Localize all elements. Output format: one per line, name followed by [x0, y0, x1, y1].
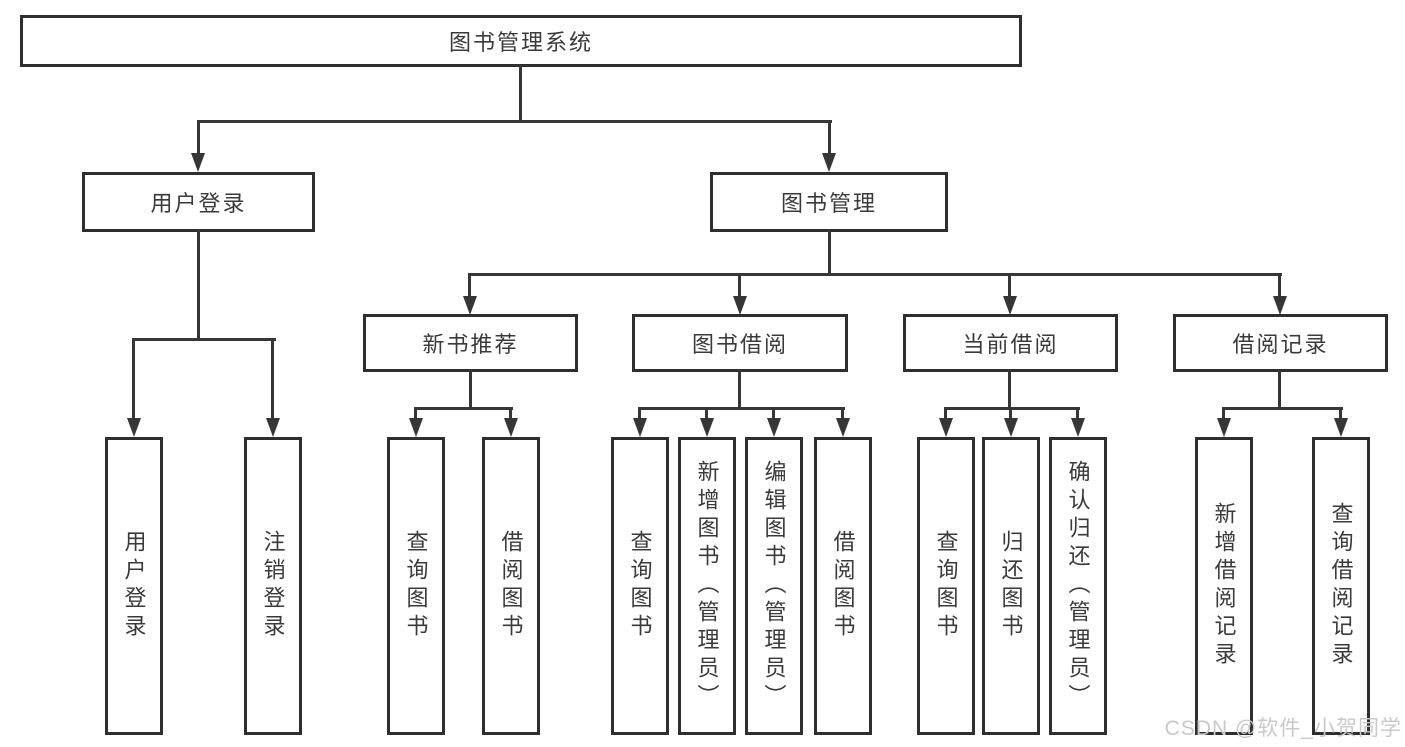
leaf-label: 借阅图书: [830, 530, 856, 642]
connector-line: [414, 407, 417, 420]
leaf-user-login: 用户登录: [105, 437, 163, 735]
connector-line: [468, 273, 471, 298]
leaf-logout: 注销登录: [244, 437, 302, 735]
connector-line: [509, 407, 512, 420]
connector-line: [705, 407, 708, 420]
connector-line: [772, 407, 775, 420]
arrowhead-icon: [1334, 418, 1348, 437]
leaf-label: 归还图书: [998, 530, 1024, 642]
node-label: 图书借阅: [691, 332, 788, 357]
leaf-return-book: 归还图书: [982, 437, 1040, 735]
node-book-borrow: 图书借阅: [632, 314, 848, 372]
arrowhead-icon: [633, 418, 647, 437]
arrowhead-icon: [836, 418, 850, 437]
node-root: 图书管理系统: [20, 15, 1022, 67]
connector-line: [738, 369, 741, 410]
leaf-label: 新增图书（管理员）: [694, 460, 720, 712]
connector-line: [519, 65, 522, 123]
connector-line: [841, 407, 844, 420]
leaf-query-borrow-record: 查询借阅记录: [1312, 437, 1370, 735]
leaf-borrow-book-1: 借阅图书: [482, 437, 540, 735]
csdn-watermark: CSDN @软件_小贺同学: [1164, 717, 1402, 740]
arrowhead-icon: [1273, 296, 1287, 315]
connector-line: [197, 229, 200, 341]
connector-line: [1278, 369, 1281, 410]
arrowhead-icon: [733, 296, 747, 315]
connector-line: [197, 120, 200, 154]
arrowhead-icon: [127, 418, 141, 437]
connector-line: [1278, 273, 1281, 298]
arrowhead-icon: [700, 418, 714, 437]
connector-line: [638, 407, 641, 420]
leaf-label: 用户登录: [121, 530, 147, 642]
leaf-label: 新增借阅记录: [1211, 502, 1237, 670]
connector-line: [1339, 407, 1342, 420]
connector-line: [469, 273, 1282, 276]
node-label: 用户登录: [150, 191, 247, 216]
arrowhead-icon: [409, 418, 423, 437]
leaf-label: 查询借阅记录: [1328, 502, 1354, 670]
leaf-label: 查询图书: [403, 530, 429, 642]
node-borrow-record: 借阅记录: [1173, 314, 1388, 372]
leaf-label: 借阅图书: [498, 530, 524, 642]
connector-line: [1009, 407, 1012, 420]
leaf-label: 查询图书: [933, 530, 959, 642]
connector-line: [738, 273, 741, 298]
connector-line: [1008, 273, 1011, 298]
leaf-label: 编辑图书（管理员）: [761, 460, 787, 712]
connector-line: [469, 369, 472, 410]
leaf-label: 注销登录: [260, 530, 286, 642]
leaf-label: 查询图书: [627, 530, 653, 642]
arrowhead-icon: [822, 153, 836, 172]
connector-line: [132, 338, 135, 419]
node-new-book-recommend: 新书推荐: [363, 314, 578, 372]
node-label: 当前借阅: [962, 332, 1059, 357]
connector-line: [1222, 407, 1343, 410]
node-label: 借阅记录: [1232, 332, 1329, 357]
leaf-borrow-book-2: 借阅图书: [814, 437, 872, 735]
arrowhead-icon: [1003, 296, 1017, 315]
arrowhead-icon: [463, 296, 477, 315]
node-user-login: 用户登录: [82, 172, 315, 232]
arrowhead-icon: [504, 418, 518, 437]
leaf-add-borrow-record: 新增借阅记录: [1195, 437, 1253, 735]
arrowhead-icon: [1217, 418, 1231, 437]
connector-line: [271, 338, 274, 419]
leaf-query-book-2: 查询图书: [611, 437, 669, 735]
node-label: 图书管理: [780, 191, 877, 216]
connector-line: [638, 407, 845, 410]
arrowhead-icon: [1004, 418, 1018, 437]
leaf-confirm-return-admin: 确认归还（管理员）: [1049, 437, 1107, 735]
connector-line: [1008, 369, 1011, 410]
arrowhead-icon: [1071, 418, 1085, 437]
connector-line: [828, 229, 831, 276]
leaf-add-book-admin: 新增图书（管理员）: [678, 437, 736, 735]
node-label: 新书推荐: [422, 332, 519, 357]
node-current-borrow: 当前借阅: [903, 314, 1118, 372]
arrowhead-icon: [266, 418, 280, 437]
connector-line: [197, 120, 832, 123]
node-root-label: 图书管理系统: [448, 30, 593, 55]
arrowhead-icon: [767, 418, 781, 437]
arrowhead-icon: [191, 153, 205, 172]
connector-line: [1076, 407, 1079, 420]
connector-line: [944, 407, 1080, 410]
leaf-edit-book-admin: 编辑图书（管理员）: [745, 437, 803, 735]
leaf-label: 确认归还（管理员）: [1065, 460, 1091, 712]
connector-line: [414, 407, 513, 410]
connector-line: [828, 120, 831, 154]
connector-line: [1222, 407, 1225, 420]
connector-line: [944, 407, 947, 420]
connector-line: [132, 338, 276, 341]
node-book-management: 图书管理: [710, 172, 948, 232]
leaf-query-book-3: 查询图书: [917, 437, 975, 735]
leaf-query-book-1: 查询图书: [387, 437, 445, 735]
arrowhead-icon: [939, 418, 953, 437]
